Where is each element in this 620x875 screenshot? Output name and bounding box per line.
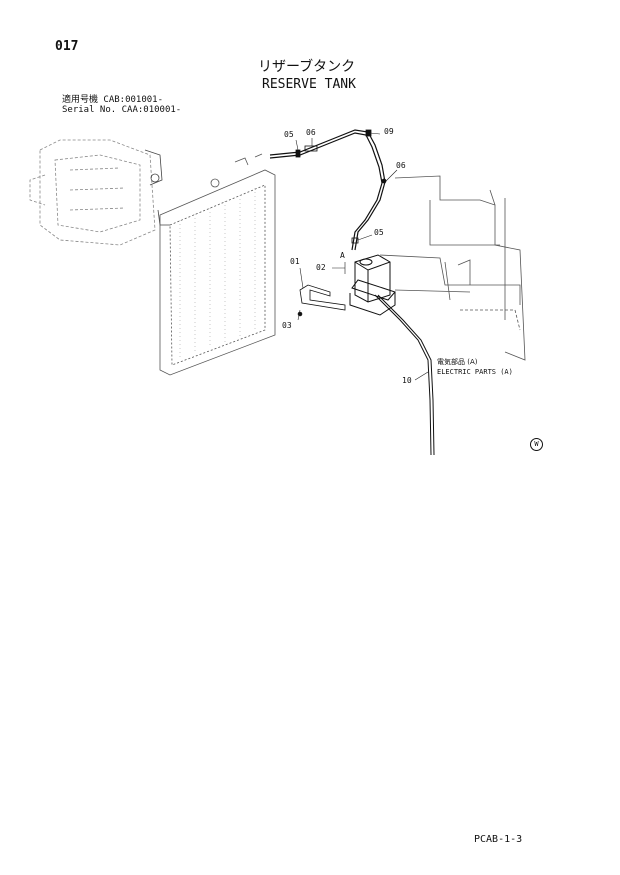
callout-06-right: 06	[396, 161, 406, 170]
callout-10: 10	[402, 376, 412, 385]
callout-05-lower: 05	[374, 228, 384, 237]
callout-09: 09	[384, 127, 394, 136]
page-title-japanese: リザーブタンク	[258, 59, 356, 75]
leader-lines	[295, 132, 429, 381]
tank-bracket-illustration	[299, 284, 346, 311]
applicability-serial: Serial No. CAA:010001-	[62, 105, 182, 115]
electric-parts-reference-japanese: 電気部品 (A)	[437, 358, 478, 366]
overflow-hose	[269, 129, 386, 251]
callout-02: 02	[316, 263, 326, 272]
page-code: PCAB-1-3	[474, 834, 523, 845]
callout-06-upper: 06	[306, 128, 316, 137]
page-title: RESERVE TANK	[262, 77, 356, 92]
callout-03: 03	[282, 321, 292, 330]
applicability-japanese: 適用号機 CAB:001001-	[62, 95, 164, 105]
page-number: 017	[55, 39, 79, 54]
w-mark-icon: W	[530, 438, 543, 451]
engine-block-illustration	[29, 139, 156, 246]
cab-frame-illustration	[379, 175, 526, 361]
callout-05-upper: 05	[284, 130, 294, 139]
callout-01: 01	[290, 257, 300, 266]
drain-hose	[374, 294, 435, 456]
hose-clamps	[295, 129, 387, 244]
hose-bracket-illustration	[144, 149, 170, 226]
reserve-tank-illustration	[349, 254, 396, 316]
radiator-illustration	[159, 153, 276, 376]
callout-ref-a: A	[340, 251, 345, 260]
electric-parts-reference: ELECTRIC PARTS (A)	[437, 368, 513, 376]
